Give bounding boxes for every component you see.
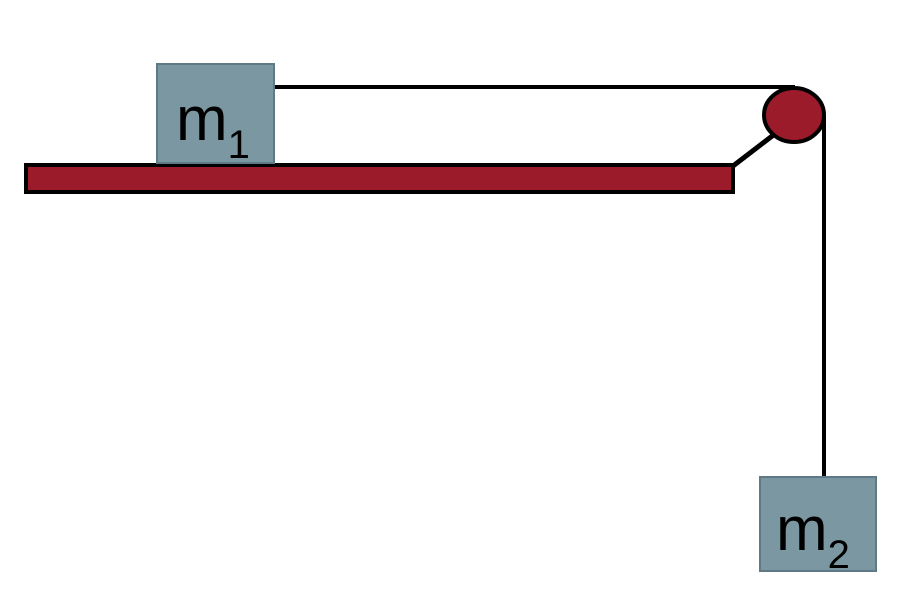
block-m2-body bbox=[759, 476, 877, 572]
block-m1-symbol: m bbox=[176, 85, 228, 154]
block-m2-subscript: 2 bbox=[828, 533, 850, 577]
block-m1-body bbox=[156, 63, 275, 164]
block-m2: m2 bbox=[759, 476, 877, 577]
block-m1: m1 bbox=[156, 63, 275, 167]
block-m1-label: m1 bbox=[176, 85, 250, 167]
block-m2-symbol: m bbox=[776, 495, 828, 564]
block-m1-subscript: 1 bbox=[228, 123, 250, 167]
pulley-wheel bbox=[762, 86, 826, 144]
table-surface bbox=[24, 163, 735, 194]
block-m2-label: m2 bbox=[776, 495, 850, 577]
